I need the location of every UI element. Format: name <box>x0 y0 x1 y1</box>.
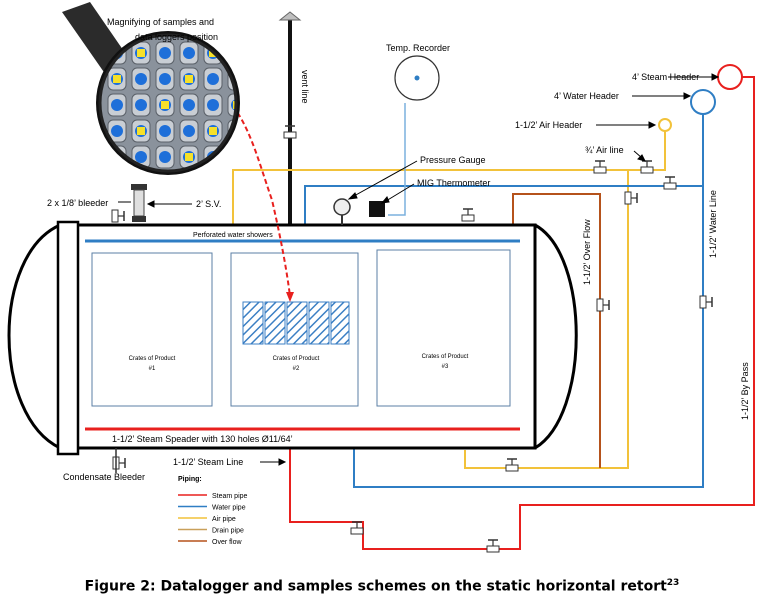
magnify-link-arrow <box>227 99 291 297</box>
magnified-can <box>227 41 236 65</box>
magnified-can <box>228 172 246 194</box>
can-lid <box>231 47 236 59</box>
magnified-can <box>227 145 236 169</box>
data-logger-tag <box>113 75 121 83</box>
magnified-can <box>156 172 174 194</box>
magnifier <box>62 2 246 194</box>
data-logger-tag <box>161 179 169 187</box>
steam-header-label: 4’ Steam Header <box>632 72 699 82</box>
crate-1-number: #1 <box>149 366 156 372</box>
figure-caption: Figure 2: Datalogger and samples schemes… <box>0 578 764 595</box>
air-header-label: 1-1/2’ Air Header <box>515 120 582 130</box>
recorder-center <box>414 75 420 81</box>
caption-text: Figure 2: Datalogger and samples schemes… <box>84 578 667 595</box>
temp-recorder-label: Temp. Recorder <box>386 43 450 53</box>
perforated-showers-label: Perforated water showers <box>193 232 273 239</box>
arrow-head-icon <box>286 292 294 302</box>
steam-spreader-label: 1-1/2’ Steam Speader with 130 holes Ø11/… <box>112 434 293 444</box>
can-lid <box>135 73 147 85</box>
steam-header-icon <box>717 64 743 90</box>
data-logger-tag <box>137 127 145 135</box>
can-lid <box>207 73 219 85</box>
can-lid <box>159 47 171 59</box>
sv-label: 2’ S.V. <box>196 199 221 209</box>
crate-2-number: #2 <box>293 366 300 372</box>
mig-thermometer-label: MIG Thermometer <box>417 178 490 188</box>
label-arrows <box>118 73 720 466</box>
magnified-can <box>227 93 236 117</box>
legend-item-label: Air pipe <box>212 516 236 523</box>
magnified-can <box>180 172 198 194</box>
water-line-label: 1-1/2’ Water Line <box>708 190 718 258</box>
magnified-can <box>204 172 222 194</box>
crate-2-label: Crates of Product <box>273 356 320 362</box>
over-flow-label: 1-1/2’ Over Flow <box>582 219 592 285</box>
water-header-icon <box>690 89 716 115</box>
pressure-gauge-label: Pressure Gauge <box>420 155 486 165</box>
crate-box-1 <box>91 252 213 407</box>
can-lid <box>183 47 195 59</box>
water-pipe-top <box>304 112 704 237</box>
water-header-label: 4’ Water Header <box>554 91 619 101</box>
can-lid <box>207 177 219 189</box>
legend-item-label: Steam pipe <box>212 493 248 500</box>
can-lid <box>135 99 147 111</box>
retort-left-end <box>7 223 61 450</box>
retort-door <box>56 220 80 456</box>
can-lid <box>159 151 171 163</box>
data-logger-tag <box>185 75 193 83</box>
can-lid <box>111 177 123 189</box>
can-lid <box>111 99 123 111</box>
magnifier-label-1: Magnifying of samples and <box>107 17 214 27</box>
air-header-icon <box>658 118 672 132</box>
mig-thermometer-icon <box>369 201 385 217</box>
vent-cap-icon <box>278 11 302 21</box>
air-line-label: ¾’ Air line <box>585 145 624 155</box>
can-lid <box>159 177 171 189</box>
data-logger-tag <box>233 179 241 187</box>
sample-cans <box>242 301 350 345</box>
can-lid <box>159 125 171 137</box>
can-lid <box>183 177 195 189</box>
steam-bypass-pipe <box>289 76 755 550</box>
can-lid <box>159 73 171 85</box>
data-logger-tag <box>137 49 145 57</box>
crate-box-3 <box>376 249 511 407</box>
bleeder-label: 2 x 1/8’ bleeder <box>47 198 108 208</box>
vent-line-label: vent line <box>300 70 310 104</box>
data-logger-tag <box>161 101 169 109</box>
overflow-pipe <box>512 193 601 468</box>
crate-3-label: Crates of Product <box>422 354 469 360</box>
magnified-can <box>108 172 126 194</box>
mig-line <box>388 186 406 216</box>
can-lid <box>207 99 219 111</box>
can-lid <box>183 99 195 111</box>
can-lid <box>183 125 195 137</box>
crate-1-label: Crates of Product <box>129 356 176 362</box>
retort-right-end <box>534 223 578 450</box>
by-pass-label: 1-1/2’ By Pass <box>740 362 750 420</box>
data-logger-tag <box>185 153 193 161</box>
legend-item-label: Over flow <box>212 539 243 546</box>
steam-line-label: 1-1/2’ Steam Line <box>173 457 243 467</box>
crate-3-number: #3 <box>442 364 449 370</box>
can-lid <box>135 151 147 163</box>
legend-title: Piping: <box>178 476 202 483</box>
caption-ref: 23 <box>666 578 680 588</box>
can-lid <box>111 125 123 137</box>
water-pipe-bottom <box>353 186 704 488</box>
legend-item-label: Water pipe <box>212 505 246 512</box>
data-logger-tag <box>209 127 217 135</box>
safety-valve-icon <box>131 184 147 222</box>
condensate-bleeder-label: Condensate Bleeder <box>63 472 145 482</box>
air-pipe-overflow <box>464 170 629 469</box>
legend-item-label: Drain pipe <box>212 528 244 535</box>
pressure-gauge-icon <box>333 198 351 225</box>
can-lid <box>231 151 236 163</box>
magnifier-label-2: data loggers position <box>135 32 218 42</box>
